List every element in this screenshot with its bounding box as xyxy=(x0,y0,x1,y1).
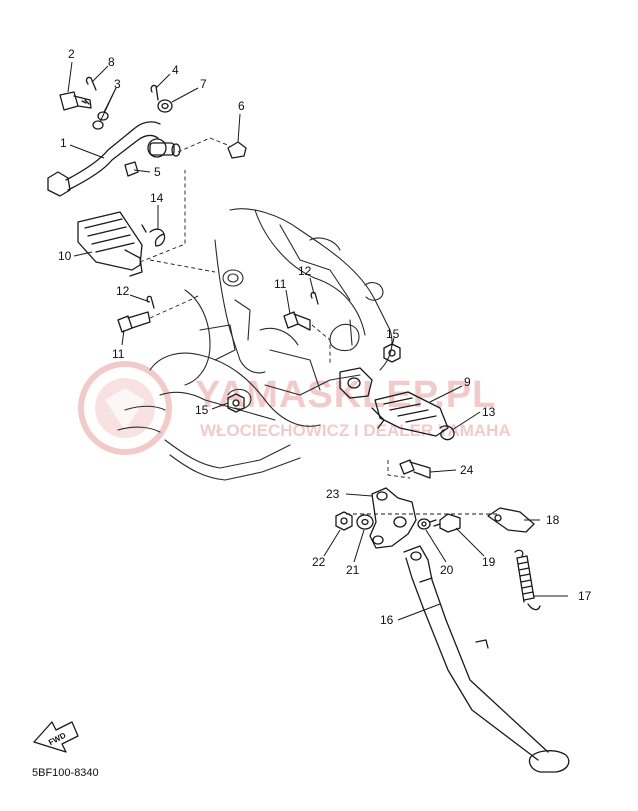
callout-10: 10 xyxy=(58,249,72,263)
washer-7 xyxy=(157,99,173,113)
spring-14 xyxy=(141,224,166,247)
spring-17 xyxy=(514,549,541,611)
pin-5 xyxy=(124,161,139,177)
callout-13: 13 xyxy=(482,405,496,419)
clevis xyxy=(227,141,247,159)
fwd-label: FWD xyxy=(47,731,68,748)
sidestand-bracket xyxy=(369,487,417,549)
cotter-pin-4 xyxy=(150,84,159,101)
bolt-11-right xyxy=(283,311,311,331)
bolt-19 xyxy=(429,513,461,533)
nut-22 xyxy=(335,511,353,531)
callout-5: 5 xyxy=(154,165,161,179)
bolt-24 xyxy=(399,459,431,479)
washer-21 xyxy=(356,514,374,530)
nut-15-left xyxy=(227,393,245,413)
washers xyxy=(92,111,109,130)
callout-16: 16 xyxy=(380,613,394,627)
sidestand xyxy=(403,545,570,773)
callout-24: 24 xyxy=(460,463,474,477)
engine-frame-outline xyxy=(117,208,393,481)
fwd-arrow-icon: FWD xyxy=(33,721,79,753)
footrest-bracket xyxy=(339,367,373,399)
pivot-bolt xyxy=(59,91,92,111)
cotter-pin-12-right xyxy=(310,291,319,305)
callout-7: 7 xyxy=(200,77,207,91)
watermark-subtitle: WŁOCIECHOWICZ I DEALER YAMAHA xyxy=(200,421,511,440)
callout-17: 17 xyxy=(578,589,592,603)
collar-20 xyxy=(417,518,431,530)
plate-18 xyxy=(487,507,535,533)
callout-4: 4 xyxy=(172,63,179,77)
watermark-title: YAMASKLEP.PL xyxy=(195,374,496,416)
callout-21: 21 xyxy=(346,563,360,577)
callout-3: 3 xyxy=(114,77,121,91)
callout-1: 1 xyxy=(60,136,67,150)
callout-6: 6 xyxy=(238,99,245,113)
callout-labels: 2 8 3 4 7 6 1 5 14 10 12 11 11 12 15 15 … xyxy=(58,47,592,627)
spring-13 xyxy=(439,425,455,441)
callout-8: 8 xyxy=(108,55,115,69)
callout-23: 23 xyxy=(326,487,340,501)
callout-12-left: 12 xyxy=(116,284,130,298)
callout-14: 14 xyxy=(150,191,164,205)
bolt-11-left xyxy=(117,311,151,333)
callout-15-left: 15 xyxy=(195,403,209,417)
brake-pedal xyxy=(47,121,181,197)
callout-20: 20 xyxy=(440,563,454,577)
leader-lines xyxy=(67,61,568,621)
callout-15-right: 15 xyxy=(386,327,400,341)
callout-9: 9 xyxy=(464,375,471,389)
callout-19: 19 xyxy=(482,555,496,569)
callout-2: 2 xyxy=(68,47,75,61)
callout-22: 22 xyxy=(312,555,326,569)
footrest-left xyxy=(77,211,143,277)
cotter-pin-12-left xyxy=(146,295,155,309)
callout-11-left: 11 xyxy=(112,347,125,361)
watermark: YAMASKLEP.PL WŁOCIECHOWICZ I DEALER YAMA… xyxy=(78,361,511,455)
watermark-logo-icon xyxy=(78,361,172,455)
callout-11-right: 11 xyxy=(274,277,287,291)
callout-12-right: 12 xyxy=(298,264,312,278)
cotter-pin-8 xyxy=(85,76,97,91)
callout-18: 18 xyxy=(546,513,560,527)
diagram-code: 5BF100-8340 xyxy=(32,767,99,779)
